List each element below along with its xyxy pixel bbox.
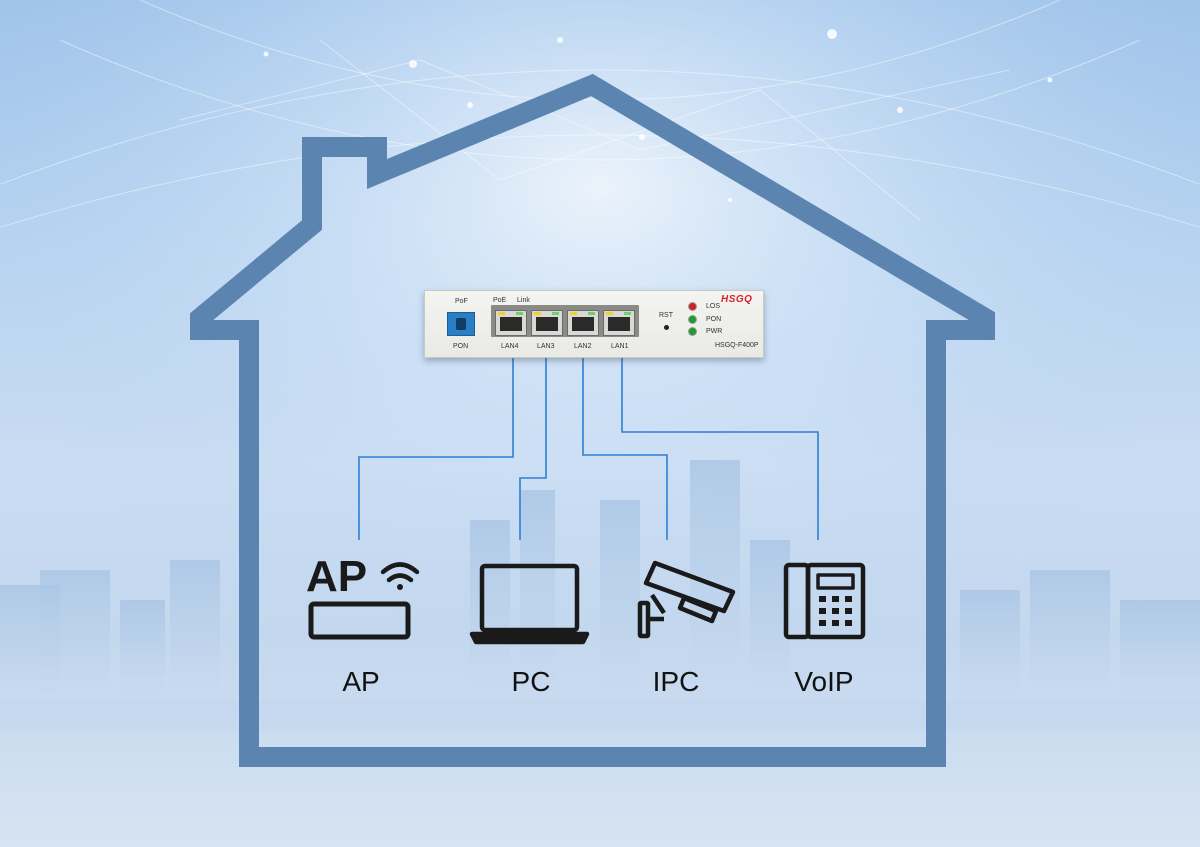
city-skyline <box>0 460 1200 730</box>
poe-label: PoE <box>493 297 507 304</box>
rst-label: RST <box>659 312 673 319</box>
model-label: HSGQ-F400P <box>715 342 759 349</box>
lan2-port[interactable] <box>567 310 599 336</box>
lan2-label: LAN2 <box>574 343 592 350</box>
connection-lines <box>358 348 819 540</box>
link-lan1-voip <box>621 348 819 540</box>
lan4-label: LAN4 <box>501 343 519 350</box>
network-nodes <box>263 29 1053 202</box>
endpoint-label-ap: AP <box>342 666 380 697</box>
los-led-label: LOS <box>706 303 721 310</box>
pon-led-label: PON <box>706 316 722 323</box>
lan4-port[interactable] <box>495 310 527 336</box>
endpoint-label-ipc: IPC <box>652 666 700 697</box>
lan1-label: LAN1 <box>611 343 629 350</box>
access-point-icon: AP <box>306 552 420 640</box>
pon-led <box>689 316 696 323</box>
link-lan3-pc <box>519 348 547 540</box>
lan3-label: LAN3 <box>537 343 555 350</box>
desk-phone-icon <box>783 562 866 640</box>
link-lan2-ipc <box>582 348 668 540</box>
laptop-icon <box>469 563 590 645</box>
endpoint-label-voip: VoIP <box>794 666 854 697</box>
ap-icon-text: AP <box>306 552 367 601</box>
house-outline <box>190 73 995 767</box>
link-label: Link <box>517 297 530 304</box>
lan1-port[interactable] <box>603 310 635 336</box>
link-lan4-ap <box>358 348 514 540</box>
onu-device: PoF PON PoE Link LAN4 LAN3 LAN2 LAN1 RST… <box>424 290 764 358</box>
lan3-port[interactable] <box>531 310 563 336</box>
pon-port-label: PON <box>453 343 469 350</box>
reset-button[interactable] <box>664 325 669 330</box>
pof-label: PoF <box>455 298 468 305</box>
pwr-led <box>689 328 696 335</box>
pwr-led-label: PWR <box>706 328 723 335</box>
los-led <box>689 303 696 310</box>
endpoint-label-pc: PC <box>511 666 551 697</box>
pon-port[interactable] <box>447 312 475 336</box>
security-camera-icon <box>637 560 736 639</box>
brand-logo: HSGQ <box>721 294 753 305</box>
